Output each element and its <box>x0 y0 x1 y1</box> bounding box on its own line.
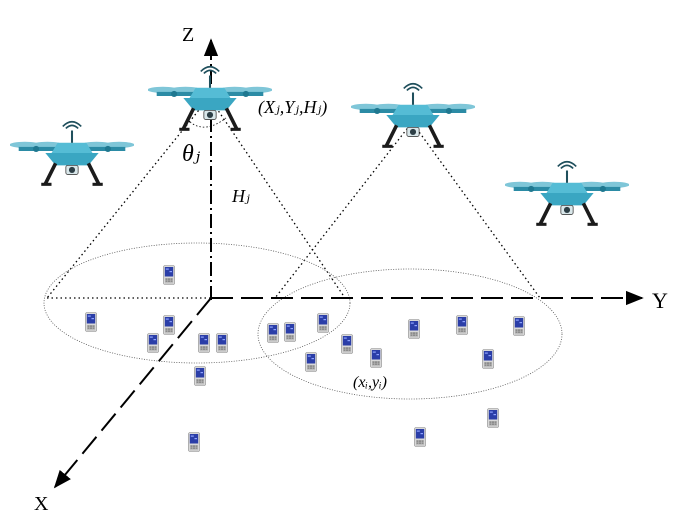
drone-icon <box>505 159 629 228</box>
phone-icon <box>513 316 525 336</box>
phone-icon <box>305 352 317 372</box>
phone-icon <box>194 366 206 386</box>
coverage-cone-left <box>46 99 346 299</box>
phone-icon <box>408 319 420 339</box>
phone-icon <box>341 334 353 354</box>
coverage-cone-right <box>274 124 541 299</box>
phone-icon <box>414 427 426 447</box>
coverage-area-left <box>43 242 351 364</box>
z-axis-label: Z <box>182 24 194 46</box>
phone-icon <box>317 313 329 333</box>
phone-icon <box>487 408 499 428</box>
phone-icon <box>163 315 175 335</box>
phone-icon <box>85 312 97 332</box>
phone-icon <box>188 432 200 452</box>
height-label: Hⱼ <box>231 186 250 206</box>
user-coordinates-label: (xᵢ,yᵢ) <box>353 374 387 391</box>
phone-icon <box>216 333 228 353</box>
y-axis-label: Y <box>652 288 668 313</box>
uav-coordinates-label: (Xⱼ,Yⱼ,Hⱼ) <box>258 97 327 118</box>
drone-icon <box>10 119 134 188</box>
x-axis <box>53 297 212 489</box>
drone-icon <box>351 81 475 150</box>
phone-icon <box>284 322 296 342</box>
theta-label: θⱼ <box>182 141 201 167</box>
phone-icon <box>198 333 210 353</box>
phone-icon <box>147 333 159 353</box>
theta-arc <box>189 117 227 128</box>
phone-icon <box>370 348 382 368</box>
coverage-area-right <box>257 268 563 400</box>
phone-icon <box>482 349 494 369</box>
phone-icon <box>163 265 175 285</box>
x-axis-label: X <box>34 493 49 515</box>
phone-icon <box>267 323 279 343</box>
phone-icon <box>456 315 468 335</box>
